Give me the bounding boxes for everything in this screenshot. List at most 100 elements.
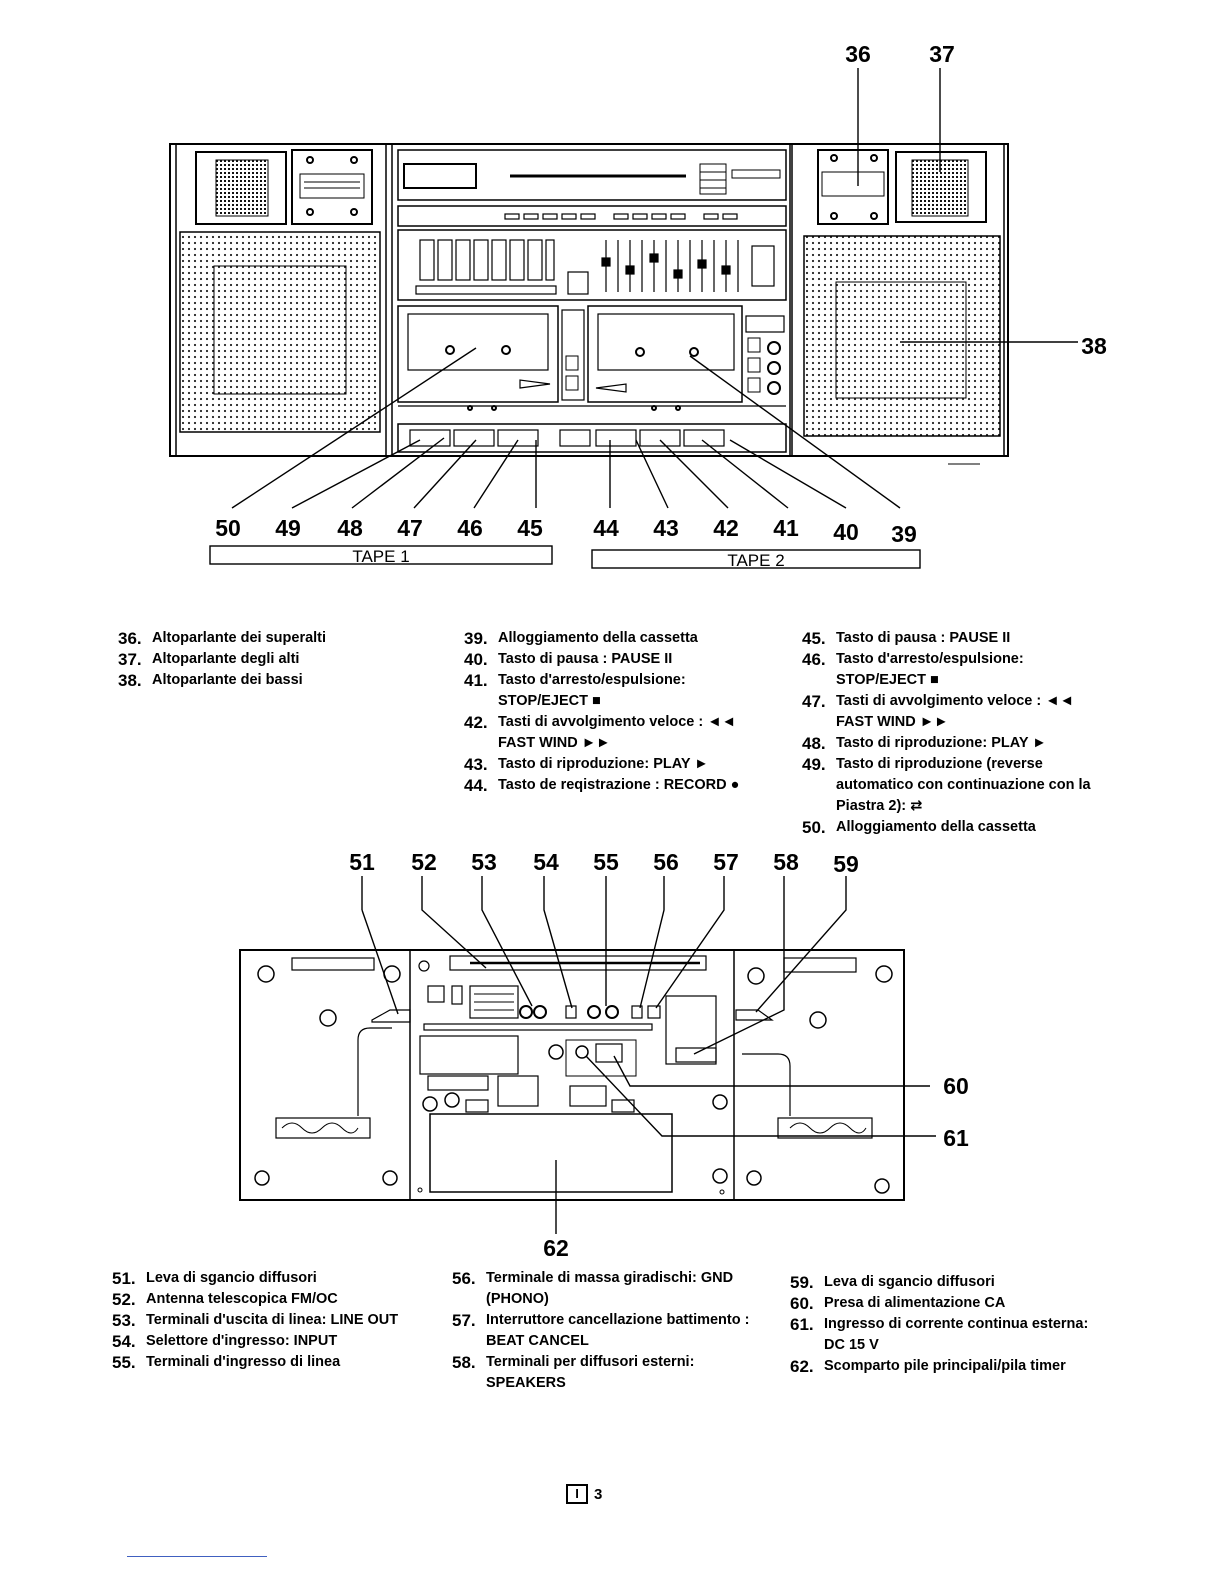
legend-text: Tasto di riproduzione (reverse automatic…	[836, 756, 1091, 814]
legend-text: Ingresso di corrente continua esterna: D…	[824, 1316, 1089, 1353]
legend-text: Altoparlante dei superalti	[152, 630, 327, 646]
legend-item: 51. Leva di sgancio diffusori	[112, 1268, 422, 1289]
callout-43: 43	[653, 515, 679, 541]
legend-item: 57.Interruttore cancellazione battimento…	[452, 1310, 762, 1352]
legend-num: 48.	[802, 734, 826, 753]
legend-text: Alloggiamento della cassetta	[498, 630, 698, 646]
callout-49: 49	[275, 515, 301, 541]
legend-text: Leva di sgancio diffusori	[146, 1270, 317, 1286]
front-legend-col-2: 39.Alloggiamento della cassetta 40.Tasto…	[464, 628, 774, 796]
rear-top-callouts: 51 52 53 54 55 56 57 58 59	[349, 849, 859, 877]
legend-text: Tasto di pausa : PAUSE II	[836, 630, 1011, 646]
legend-text: Tasto de reqistrazione : RECORD ●	[498, 777, 740, 793]
page-number-value: 3	[594, 1485, 603, 1503]
callout-50: 50	[215, 515, 241, 541]
legend-num: 54.	[112, 1332, 136, 1351]
legend-item: 38. Altoparlante dei bassi	[118, 670, 418, 691]
tape-brackets	[209, 545, 921, 569]
rear-view-drawing	[239, 949, 905, 1201]
legend-num: 44.	[464, 776, 488, 795]
callout-44: 44	[593, 515, 619, 541]
footnote-rule	[127, 1556, 267, 1557]
callout-46: 46	[457, 515, 483, 541]
legend-item: 49.Tasto di riproduzione (reverse automa…	[802, 754, 1112, 817]
legend-num: 42.	[464, 713, 488, 732]
callout-38: 38	[1081, 333, 1107, 359]
legend-text: Terminale di massa giradischi: GND (PHON…	[486, 1270, 734, 1307]
front-legend-col-3: 45. Tasto di pausa : PAUSE II 46.Tasto d'…	[802, 628, 1112, 838]
legend-text: Leva di sgancio diffusori	[824, 1274, 995, 1290]
legend-item: 39.Alloggiamento della cassetta	[464, 628, 774, 649]
legend-text: Tasti di avvolgimento veloce : ◄◄ FAST W…	[498, 714, 736, 751]
tape-1-label: TAPE 1	[352, 547, 409, 566]
legend-text: Tasto d'arresto/espulsione: STOP/EJECT ■	[498, 672, 686, 709]
callout-58: 58	[773, 849, 799, 875]
legend-text: Terminali per diffusori esterni: SPEAKER…	[486, 1354, 695, 1391]
callout-62: 62	[543, 1235, 569, 1261]
legend-text: Altoparlante dei bassi	[152, 672, 303, 688]
legend-item: 43. Tasto di riproduzione: PLAY ►	[464, 754, 774, 775]
legend-item: 37.Altoparlante degli alti	[118, 649, 418, 670]
legend-num: 43.	[464, 755, 488, 774]
callout-52: 52	[411, 849, 437, 875]
legend-text: Tasto di pausa : PAUSE II	[498, 651, 673, 667]
legend-item: 48. Tasto di riproduzione: PLAY ►	[802, 733, 1112, 754]
legend-num: 47.	[802, 692, 826, 711]
front-leader-lines	[231, 68, 1078, 509]
legend-num: 38.	[118, 671, 142, 690]
front-view-drawing	[169, 143, 1009, 465]
callout-60: 60	[943, 1073, 969, 1099]
callout-53: 53	[471, 849, 497, 875]
legend-num: 50.	[802, 818, 826, 837]
legend-text: Tasto di riproduzione: PLAY ►	[836, 735, 1047, 751]
legend-num: 45.	[802, 629, 826, 648]
legend-item: 60.Presa di alimentazione CA	[790, 1293, 1100, 1314]
callout-57: 57	[713, 849, 739, 875]
legend-num: 62.	[790, 1357, 814, 1376]
legend-num: 58.	[452, 1353, 476, 1372]
legend-text: Terminali d'ingresso di linea	[146, 1354, 341, 1370]
callout-37: 37	[929, 41, 955, 67]
legend-item: 52.Antenna telescopica FM/OC	[112, 1289, 422, 1310]
rear-legend-col-2: 56. Terminale di massa giradischi: GND (P…	[452, 1268, 762, 1394]
callout-41: 41	[773, 515, 799, 541]
legend-item: 50.Alloggiamento della cassetta	[802, 817, 1112, 838]
front-legend-col-1: 36. Altoparlante dei superalti 37.Altopar…	[118, 628, 418, 691]
tape-2-label: TAPE 2	[727, 551, 784, 570]
legend-num: 51.	[112, 1269, 136, 1288]
legend-item: 44. Tasto de reqistrazione : RECORD ●	[464, 775, 774, 796]
legend-item: 47. Tasti di avvolgimento veloce : ◄◄ FAS…	[802, 691, 1112, 733]
legend-num: 36.	[118, 629, 142, 648]
callout-36: 36	[845, 41, 871, 67]
legend-num: 52.	[112, 1290, 136, 1309]
legend-num: 55.	[112, 1353, 136, 1372]
legend-text: Tasto di riproduzione: PLAY ►	[498, 756, 709, 772]
legend-item: 61.Ingresso di corrente continua esterna…	[790, 1314, 1100, 1356]
legend-item: 62. Scomparto pile principali/pila timer	[790, 1356, 1100, 1377]
legend-text: Terminali d'uscita di linea: LINE OUT	[146, 1312, 399, 1328]
legend-text: Selettore d'ingresso: INPUT	[146, 1333, 338, 1349]
callout-55: 55	[593, 849, 619, 875]
legend-item: 41.Tasto d'arresto/espulsione: STOP/EJEC…	[464, 670, 774, 712]
legend-item: 40.Tasto di pausa : PAUSE II	[464, 649, 774, 670]
callout-42: 42	[713, 515, 739, 541]
legend-text: Tasti di avvolgimento veloce : ◄◄ FAST W…	[836, 693, 1074, 730]
legend-item: 56. Terminale di massa giradischi: GND (P…	[452, 1268, 762, 1310]
legend-item: 45. Tasto di pausa : PAUSE II	[802, 628, 1112, 649]
callout-47: 47	[397, 515, 423, 541]
page-number: I 3	[566, 1484, 602, 1504]
legend-item: 59.Leva di sgancio diffusori	[790, 1272, 1100, 1293]
legend-item: 46.Tasto d'arresto/espulsione: STOP/EJEC…	[802, 649, 1112, 691]
front-bottom-callouts: 50 49 48 47 46 45 44 43 42 41 40 39	[215, 515, 917, 547]
callout-54: 54	[533, 849, 559, 875]
legend-item: 55. Terminali d'ingresso di linea	[112, 1352, 422, 1373]
rear-leader-lines	[361, 876, 936, 1234]
legend-item: 53.Terminali d'uscita di linea: LINE OUT	[112, 1310, 422, 1331]
callout-45: 45	[517, 515, 543, 541]
legend-text: Tasto d'arresto/espulsione: STOP/EJECT ■	[836, 651, 1024, 688]
legend-item: 54. Selettore d'ingresso: INPUT	[112, 1331, 422, 1352]
legend-text: Scomparto pile principali/pila timer	[824, 1358, 1066, 1374]
callout-40: 40	[833, 519, 859, 545]
legend-num: 56.	[452, 1269, 476, 1288]
